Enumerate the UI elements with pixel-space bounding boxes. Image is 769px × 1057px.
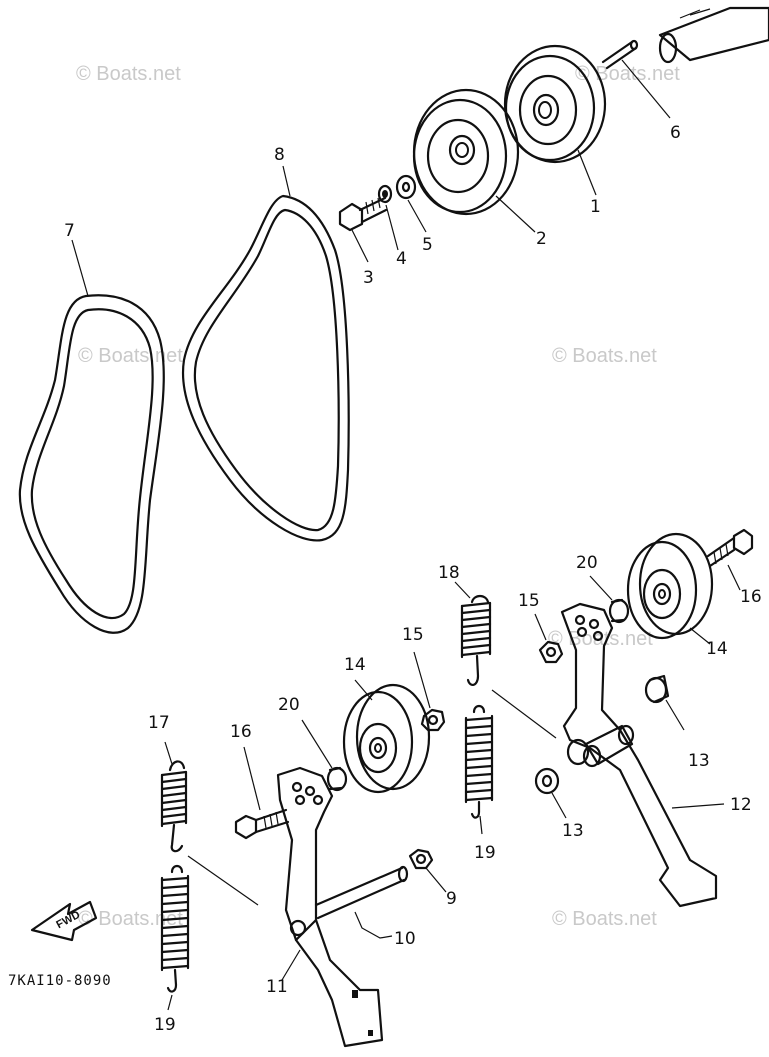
arm-part-12 [560, 602, 725, 908]
nut-part-15-right [534, 613, 564, 664]
washer-part-5 [395, 174, 427, 233]
watermark: © Boats.net [78, 345, 183, 367]
callout-label: 18 [438, 563, 460, 583]
callout-label: 1 [590, 197, 601, 217]
callout-label: 19 [474, 843, 496, 863]
belt-part-7 [18, 239, 165, 634]
callout-label: 13 [688, 751, 710, 771]
callout-label: 3 [363, 268, 374, 288]
callout-label: 14 [706, 639, 728, 659]
nut-part-15-left [413, 651, 446, 732]
drive-shaft [658, 6, 769, 64]
callout-label: 10 [394, 929, 416, 949]
callout-label: 13 [562, 821, 584, 841]
callout-label: 14 [344, 655, 366, 675]
rod-part-10 [314, 865, 409, 939]
watermark: © Boats.net [552, 908, 657, 930]
callout-label: 5 [422, 235, 433, 255]
bushing-part-13-right [644, 674, 685, 731]
watermark: © Boats.net [552, 345, 657, 367]
callout-label: 6 [670, 123, 681, 143]
callout-label: 16 [230, 722, 252, 742]
callout-label: 12 [730, 795, 752, 815]
pulley-part-1 [503, 44, 607, 196]
callout-label: 2 [536, 229, 547, 249]
collar-part-20-left [301, 719, 348, 792]
spring-part-18 [454, 581, 492, 686]
watermark: © Boats.net [78, 908, 183, 930]
watermarks: © Boats.net © Boats.net © Boats.net © Bo… [76, 63, 680, 930]
arm-part-11 [276, 766, 384, 1048]
bushing-part-13-lower [534, 767, 567, 819]
lock-washer-part-4 [377, 184, 399, 251]
pulley-part-2 [412, 88, 536, 233]
bolt-part-16-left [234, 746, 290, 840]
nut-part-9 [408, 848, 447, 893]
collar-part-20-right [589, 575, 630, 624]
callout-label: 8 [274, 145, 285, 165]
callout-label: 17 [148, 713, 170, 733]
pin-part-6 [601, 39, 671, 119]
callout-label: 9 [446, 889, 457, 909]
callouts: 1 2 3 4 5 6 7 8 9 10 11 12 13 13 14 14 1… [64, 123, 762, 1035]
drawing-code: 7KAI10-8090 [8, 973, 112, 989]
callout-label: 4 [396, 249, 407, 269]
spring-part-17 [160, 741, 188, 853]
idler-pulley-part-14-right [626, 532, 714, 645]
link-line [187, 855, 259, 906]
callout-label: 20 [278, 695, 300, 715]
callout-label: 16 [740, 587, 762, 607]
idler-pulley-part-14-left [342, 679, 431, 794]
callout-label: 11 [266, 977, 288, 997]
bolt-part-3 [338, 196, 388, 263]
link-line [491, 689, 557, 739]
watermark: © Boats.net [76, 63, 181, 85]
spring-part-19-middle [464, 704, 494, 835]
callout-label: 15 [518, 591, 540, 611]
callout-label: 15 [402, 625, 424, 645]
callout-label: 7 [64, 221, 75, 241]
callout-label: 19 [154, 1015, 176, 1035]
bolt-part-16-right [706, 528, 754, 591]
callout-label: 20 [576, 553, 598, 573]
belt-part-8 [181, 165, 350, 542]
spring-part-19-left [160, 864, 190, 1011]
